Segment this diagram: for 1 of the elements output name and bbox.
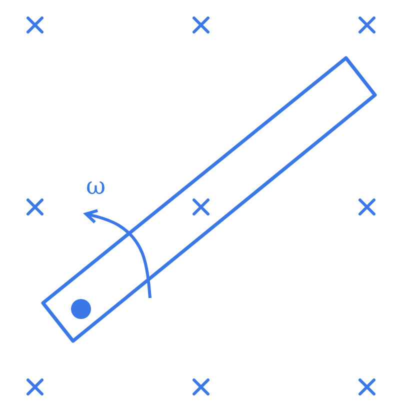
angular-velocity-label: ω <box>86 174 106 198</box>
